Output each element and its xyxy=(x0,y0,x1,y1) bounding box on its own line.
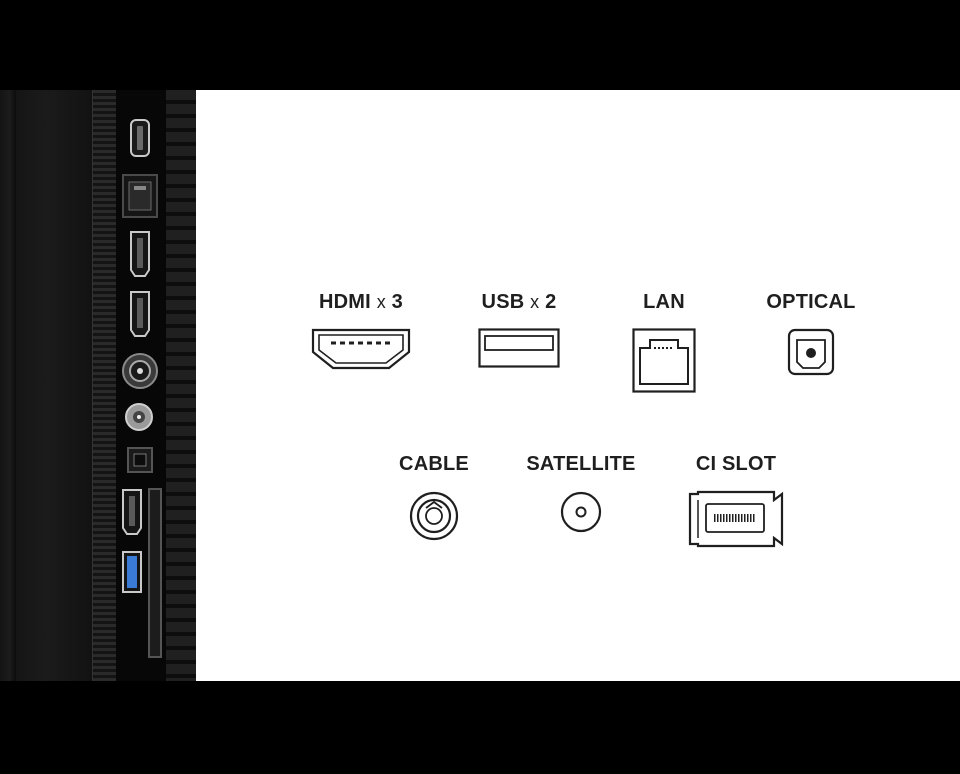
photo-cable-port-icon xyxy=(121,352,159,390)
ci-slot-icon xyxy=(688,490,784,548)
photo-lan-port-icon xyxy=(122,174,158,218)
letterbox-top xyxy=(0,0,960,90)
photo-satellite-port-icon xyxy=(124,402,154,432)
optical-connector: OPTICAL xyxy=(756,290,866,376)
lan-label: LAN xyxy=(643,291,685,313)
cable-port-icon xyxy=(408,490,460,542)
lan-connector: LAN xyxy=(614,290,714,394)
photo-ci-slot-icon xyxy=(148,488,162,658)
ci-slot-connector: CI SLOT xyxy=(681,452,791,548)
tv-edge-rail xyxy=(92,90,118,681)
satellite-label: SATELLITE xyxy=(526,453,636,475)
hdmi-label: HDMI x 3 xyxy=(319,291,403,313)
tv-bezel xyxy=(0,90,16,681)
tv-back-cover xyxy=(16,90,92,681)
usb-label: USB x 2 xyxy=(481,291,557,313)
photo-hdmi-port-2-icon xyxy=(128,290,152,338)
cable-label: CABLE xyxy=(399,453,469,475)
usb-connector: USB x 2 xyxy=(464,290,574,370)
letterbox-bottom xyxy=(0,681,960,774)
tv-side-photo xyxy=(0,90,196,681)
lan-port-icon xyxy=(632,328,696,394)
photo-usb-port-icon xyxy=(120,550,144,594)
optical-port-icon xyxy=(787,328,835,376)
ci-slot-label: CI SLOT xyxy=(695,453,777,475)
optical-label: OPTICAL xyxy=(766,291,856,313)
photo-optical-port-icon xyxy=(126,446,154,474)
photo-hdmi-port-3-icon xyxy=(120,488,144,536)
cable-connector: CABLE xyxy=(384,452,484,542)
satellite-connector: SATELLITE xyxy=(516,452,646,534)
hdmi-port-icon xyxy=(311,328,411,370)
photo-hdmi-vertical-port-icon xyxy=(128,118,152,158)
photo-hdmi-port-1-icon xyxy=(128,230,152,278)
hdmi-connector: HDMI x 3 xyxy=(306,290,416,370)
tv-vent-grille xyxy=(166,90,196,681)
connector-legend-panel: HDMI x 3 USB x 2 LAN OP xyxy=(196,90,960,681)
satellite-port-icon xyxy=(559,490,603,534)
usb-port-icon xyxy=(478,328,560,370)
